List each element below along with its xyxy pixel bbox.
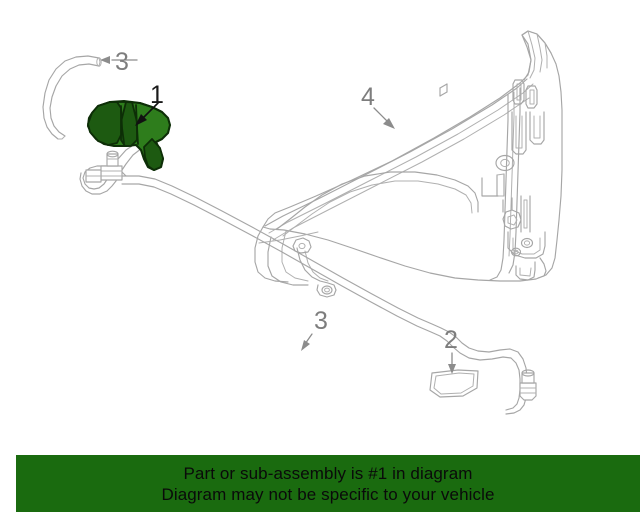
notice-banner: Part or sub-assembly is #1 in diagram Di… <box>16 455 640 512</box>
notice-line-1: Part or sub-assembly is #1 in diagram <box>183 463 473 483</box>
callout-3-lower-label: 3 <box>314 307 328 335</box>
callout-4[interactable]: 4 <box>361 83 395 129</box>
callout-3-upper-label: 3 <box>115 48 129 76</box>
callout-3-upper[interactable]: 3 <box>100 48 138 76</box>
callout-1[interactable]: 1 <box>135 81 164 126</box>
callout-3-lower[interactable]: 3 <box>301 307 328 351</box>
callout-1-label: 1 <box>150 81 164 109</box>
hose-end-connector <box>519 369 537 401</box>
washer-nozzle-part-1-highlighted[interactable] <box>86 99 172 172</box>
cover-flap-part-2[interactable] <box>429 369 479 398</box>
callout-4-label: 4 <box>361 83 375 111</box>
callout-2[interactable]: 2 <box>444 326 458 374</box>
notice-line-2: Diagram may not be specific to your vehi… <box>161 484 495 504</box>
washer-hose-short-part-3[interactable] <box>42 55 102 140</box>
callout-2-label: 2 <box>444 326 458 354</box>
washer-hose-upper-fitting[interactable] <box>79 143 143 195</box>
fender-panel-part-4[interactable] <box>254 30 563 298</box>
